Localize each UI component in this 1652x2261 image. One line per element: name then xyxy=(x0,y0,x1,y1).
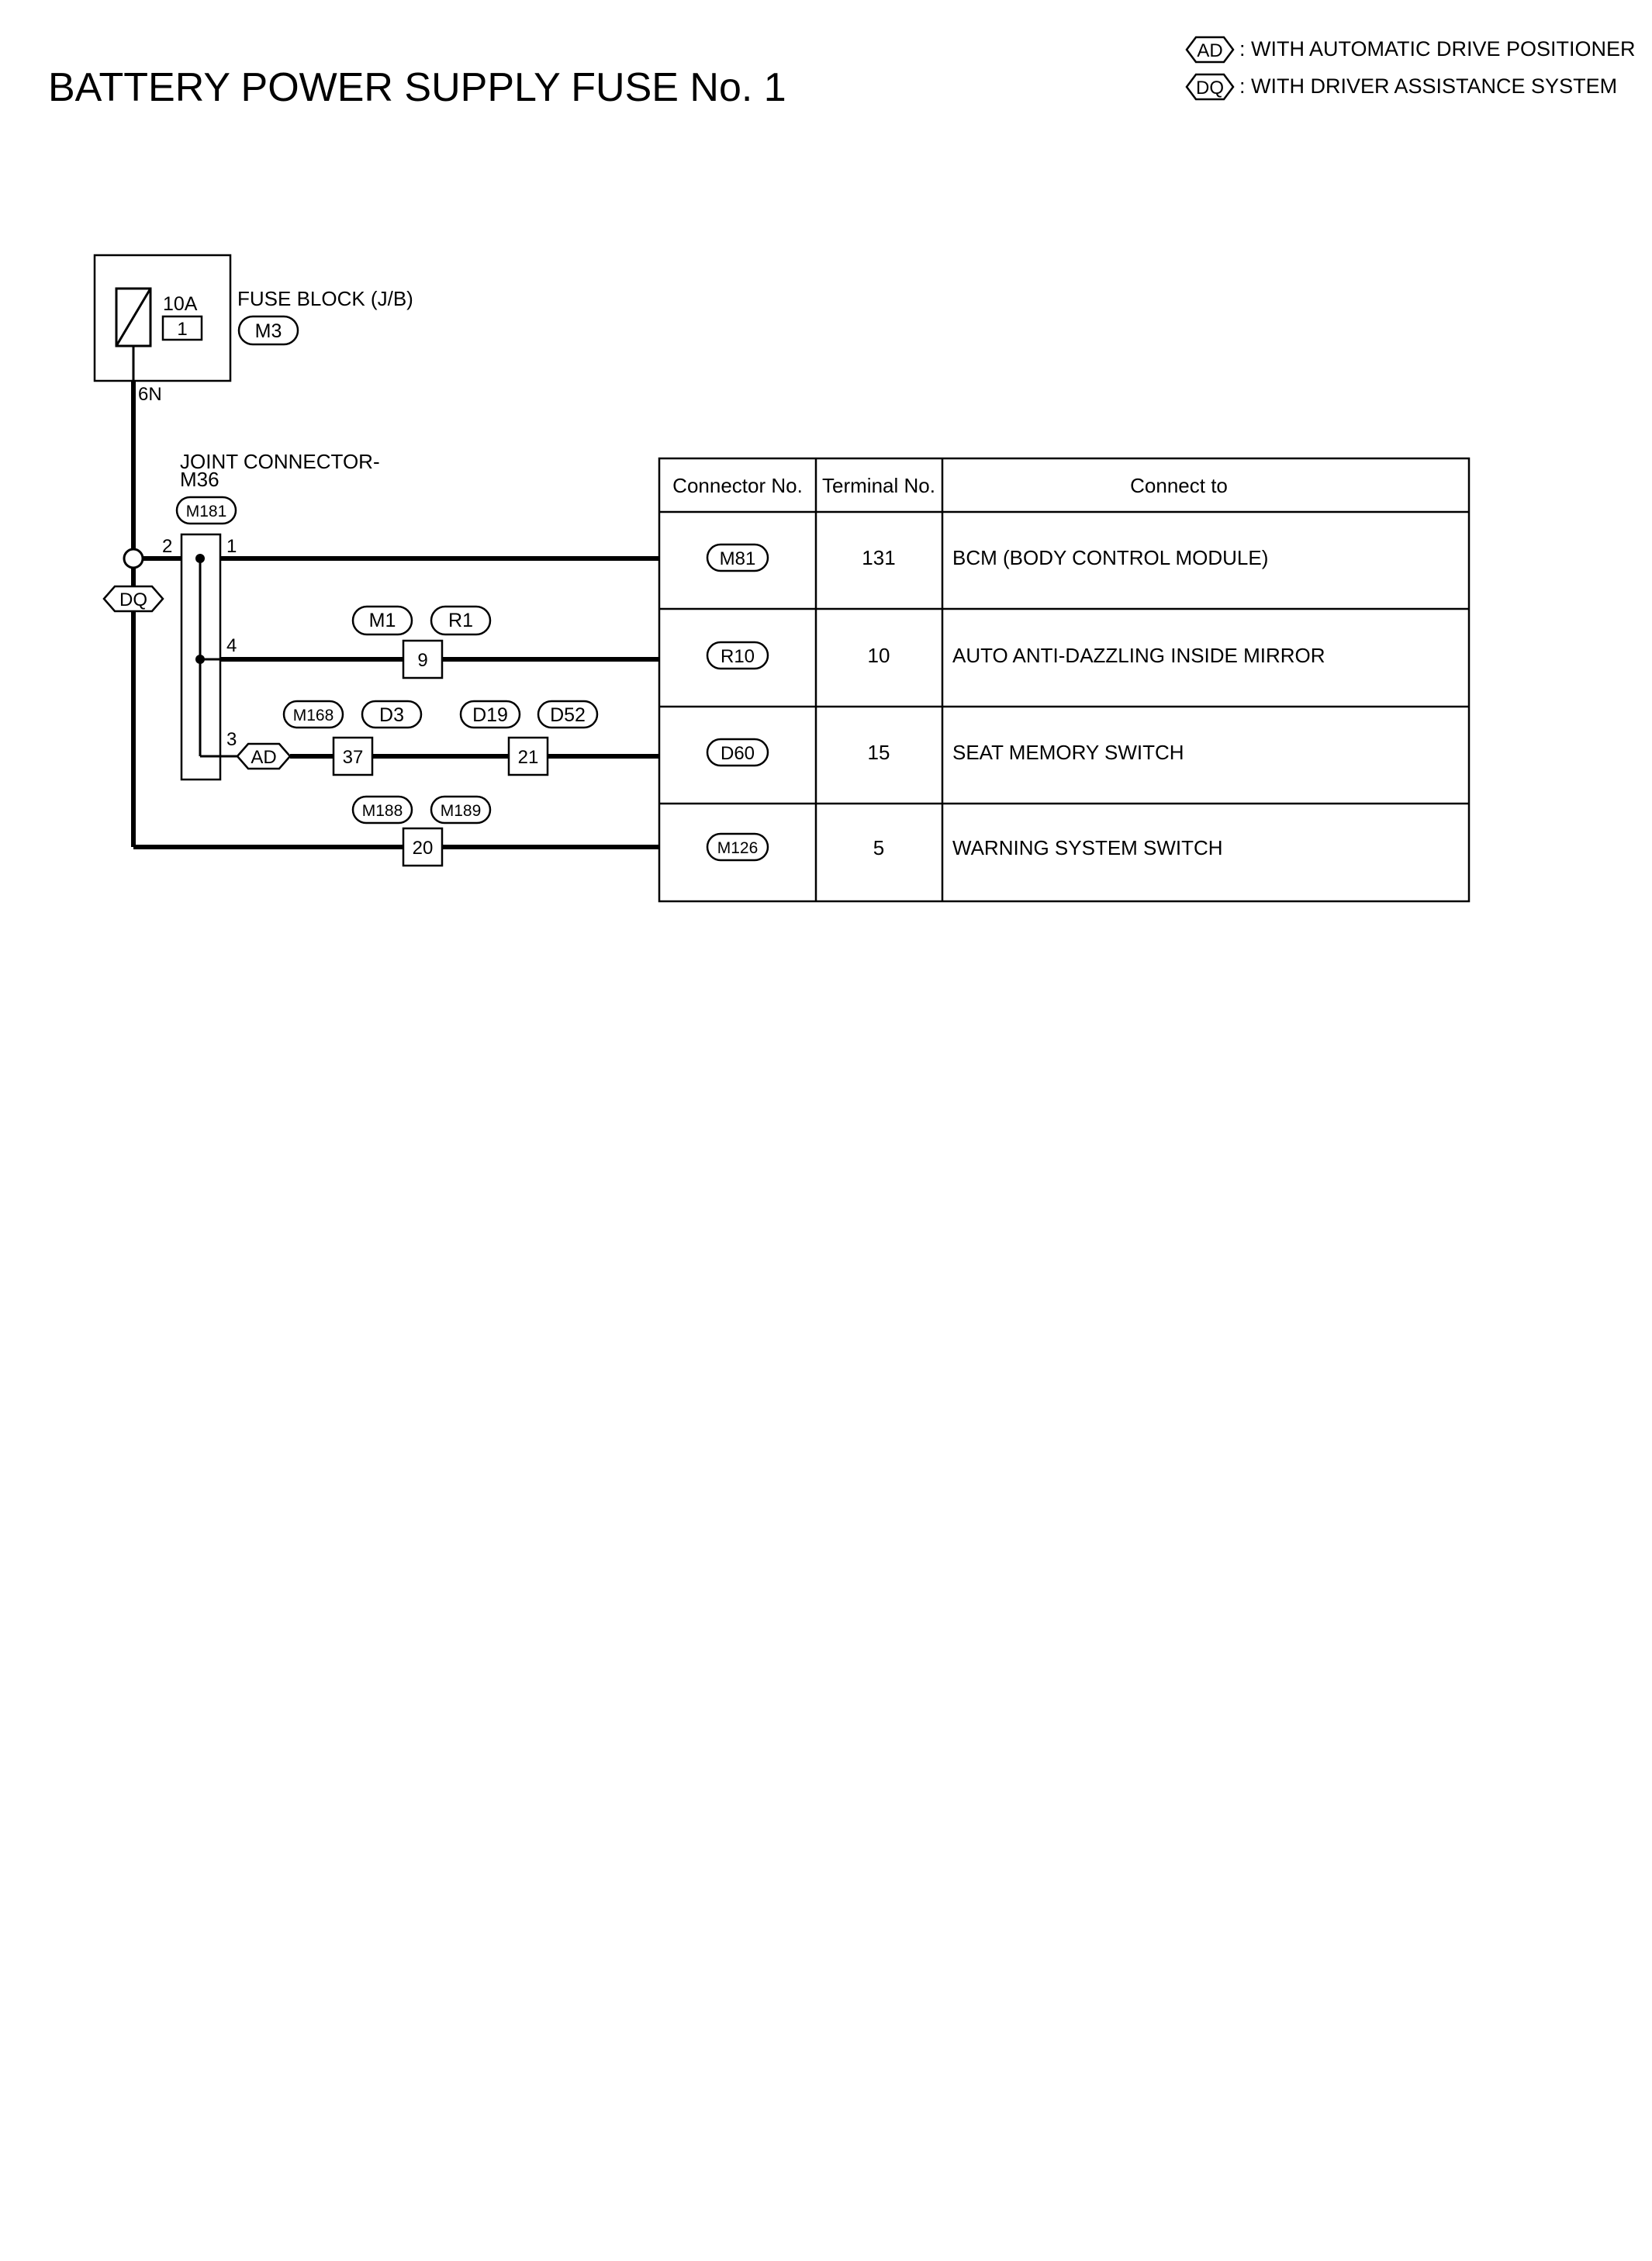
inline-connector-row2: M1 R1 9 xyxy=(351,605,492,679)
table-header: Connect to xyxy=(1130,474,1228,497)
inline-connector-id: D52 xyxy=(550,704,586,726)
inline-connector-id: M168 xyxy=(293,707,334,724)
connector-tag xyxy=(706,738,769,767)
connector-tag xyxy=(459,700,521,729)
option-dq: DQ xyxy=(102,585,164,613)
legend: AD : WITH AUTOMATIC DRIVE POSITIONER DQ … xyxy=(1185,36,1636,101)
row-connect-to: BCM (BODY CONTROL MODULE) xyxy=(952,546,1268,569)
inline-pin-box xyxy=(507,736,549,776)
option-dq-label: DQ xyxy=(119,589,147,610)
joint-connector-id: M181 xyxy=(186,503,227,520)
connector-tag xyxy=(430,605,492,636)
row-terminal: 131 xyxy=(862,546,895,569)
connection-table: Connector No. Terminal No. Connect to M8… xyxy=(658,457,1471,903)
inline-connector-id: D3 xyxy=(379,704,404,726)
inline-pin: 21 xyxy=(518,747,539,768)
inline-connector-id: D19 xyxy=(472,704,508,726)
page-title: BATTERY POWER SUPPLY FUSE No. 1 xyxy=(48,65,786,110)
inline-connector-row4: M188 M189 20 xyxy=(351,795,492,867)
legend-item-dq: DQ : WITH DRIVER ASSISTANCE SYSTEM xyxy=(1185,73,1617,101)
joint-pin: 1 xyxy=(226,536,237,557)
joint-connector-body xyxy=(180,533,222,781)
table-row: M81 131 BCM (BODY CONTROL MODULE) xyxy=(706,543,1268,572)
table-row: D60 15 SEAT MEMORY SWITCH xyxy=(706,738,1184,767)
connector-tag xyxy=(351,795,413,825)
connector-tag xyxy=(537,700,599,729)
table-row: M126 5 WARNING SYSTEM SWITCH xyxy=(706,832,1223,862)
connector-tag xyxy=(282,700,344,729)
inline-pin: 20 xyxy=(413,838,434,859)
joint-node xyxy=(195,554,205,563)
joint-pin: 3 xyxy=(226,729,237,750)
row-connect-to: AUTO ANTI-DAZZLING INSIDE MIRROR xyxy=(952,644,1325,667)
inline-connector-id: M189 xyxy=(441,802,482,820)
splice-point xyxy=(123,548,144,569)
connector-tag xyxy=(706,832,769,862)
row-connect-to: WARNING SYSTEM SWITCH xyxy=(952,836,1223,859)
row-terminal: 5 xyxy=(873,836,884,859)
fuse-rating: 10A xyxy=(163,293,198,315)
row-connector: M81 xyxy=(720,548,756,569)
inline-connector-id: R1 xyxy=(448,610,473,631)
row-connector: D60 xyxy=(721,743,755,764)
joint-label-line2: M36 xyxy=(180,468,219,491)
option-tag-shape xyxy=(1185,36,1235,64)
table-header: Connector No. xyxy=(672,474,803,497)
table-row: R10 10 AUTO ANTI-DAZZLING INSIDE MIRROR xyxy=(706,641,1325,670)
connector-tag xyxy=(706,543,769,572)
inline-pin-box xyxy=(402,827,444,867)
inline-connector-row3b: D19 D52 21 xyxy=(459,700,599,776)
fuse-block: 10A 1 FUSE BLOCK (J/B) M3 6N xyxy=(93,254,413,405)
legend-code: AD xyxy=(1197,40,1222,61)
row-terminal: 15 xyxy=(868,741,890,764)
joint-node xyxy=(195,655,205,664)
option-ad-label: AD xyxy=(251,747,276,768)
row-connector: M126 xyxy=(717,839,759,857)
option-tag-shape xyxy=(102,585,164,613)
option-tag-shape xyxy=(236,742,292,770)
inline-pin-box xyxy=(332,736,374,776)
fuse-element xyxy=(115,288,152,347)
legend-item-ad: AD : WITH AUTOMATIC DRIVE POSITIONER xyxy=(1185,36,1636,64)
inline-connector-id: M1 xyxy=(369,610,396,631)
table-header: Terminal No. xyxy=(822,474,935,497)
fuse-number: 1 xyxy=(177,319,187,340)
fuse-terminal: 6N xyxy=(138,384,162,405)
fuse-block-label: FUSE BLOCK (J/B) xyxy=(237,287,413,310)
wires xyxy=(131,381,659,849)
row-connect-to: SEAT MEMORY SWITCH xyxy=(952,741,1184,764)
table-outline xyxy=(658,457,1471,903)
joint-connector: JOINT CONNECTOR- M36 M181 2 1 4 3 xyxy=(162,450,380,781)
connector-tag xyxy=(361,700,423,729)
inline-pin: 37 xyxy=(343,747,364,768)
joint-pin-in: 2 xyxy=(162,536,172,557)
inline-connector-row3a: M168 D3 37 xyxy=(282,700,423,776)
option-ad: AD xyxy=(236,742,292,770)
legend-text: : WITH DRIVER ASSISTANCE SYSTEM xyxy=(1239,74,1617,98)
connector-tag xyxy=(237,315,299,346)
fuse-connector: M3 xyxy=(255,320,282,342)
inline-connector-id: M188 xyxy=(362,802,403,820)
fuse-number-box xyxy=(161,315,203,341)
connector-tag xyxy=(430,795,492,825)
connector-tag xyxy=(351,605,413,636)
option-tag-shape xyxy=(1185,73,1235,101)
inline-pin-box xyxy=(402,639,444,679)
row-terminal: 10 xyxy=(868,644,890,667)
legend-text: : WITH AUTOMATIC DRIVE POSITIONER xyxy=(1239,37,1636,61)
legend-code: DQ xyxy=(1196,78,1224,99)
joint-pin: 4 xyxy=(226,635,237,656)
inline-pin: 9 xyxy=(417,650,427,671)
row-connector: R10 xyxy=(721,646,755,667)
connector-tag xyxy=(706,641,769,670)
connector-tag xyxy=(175,496,237,525)
joint-label-line1: JOINT CONNECTOR- xyxy=(180,450,380,473)
fuse-block-outline xyxy=(93,254,232,382)
